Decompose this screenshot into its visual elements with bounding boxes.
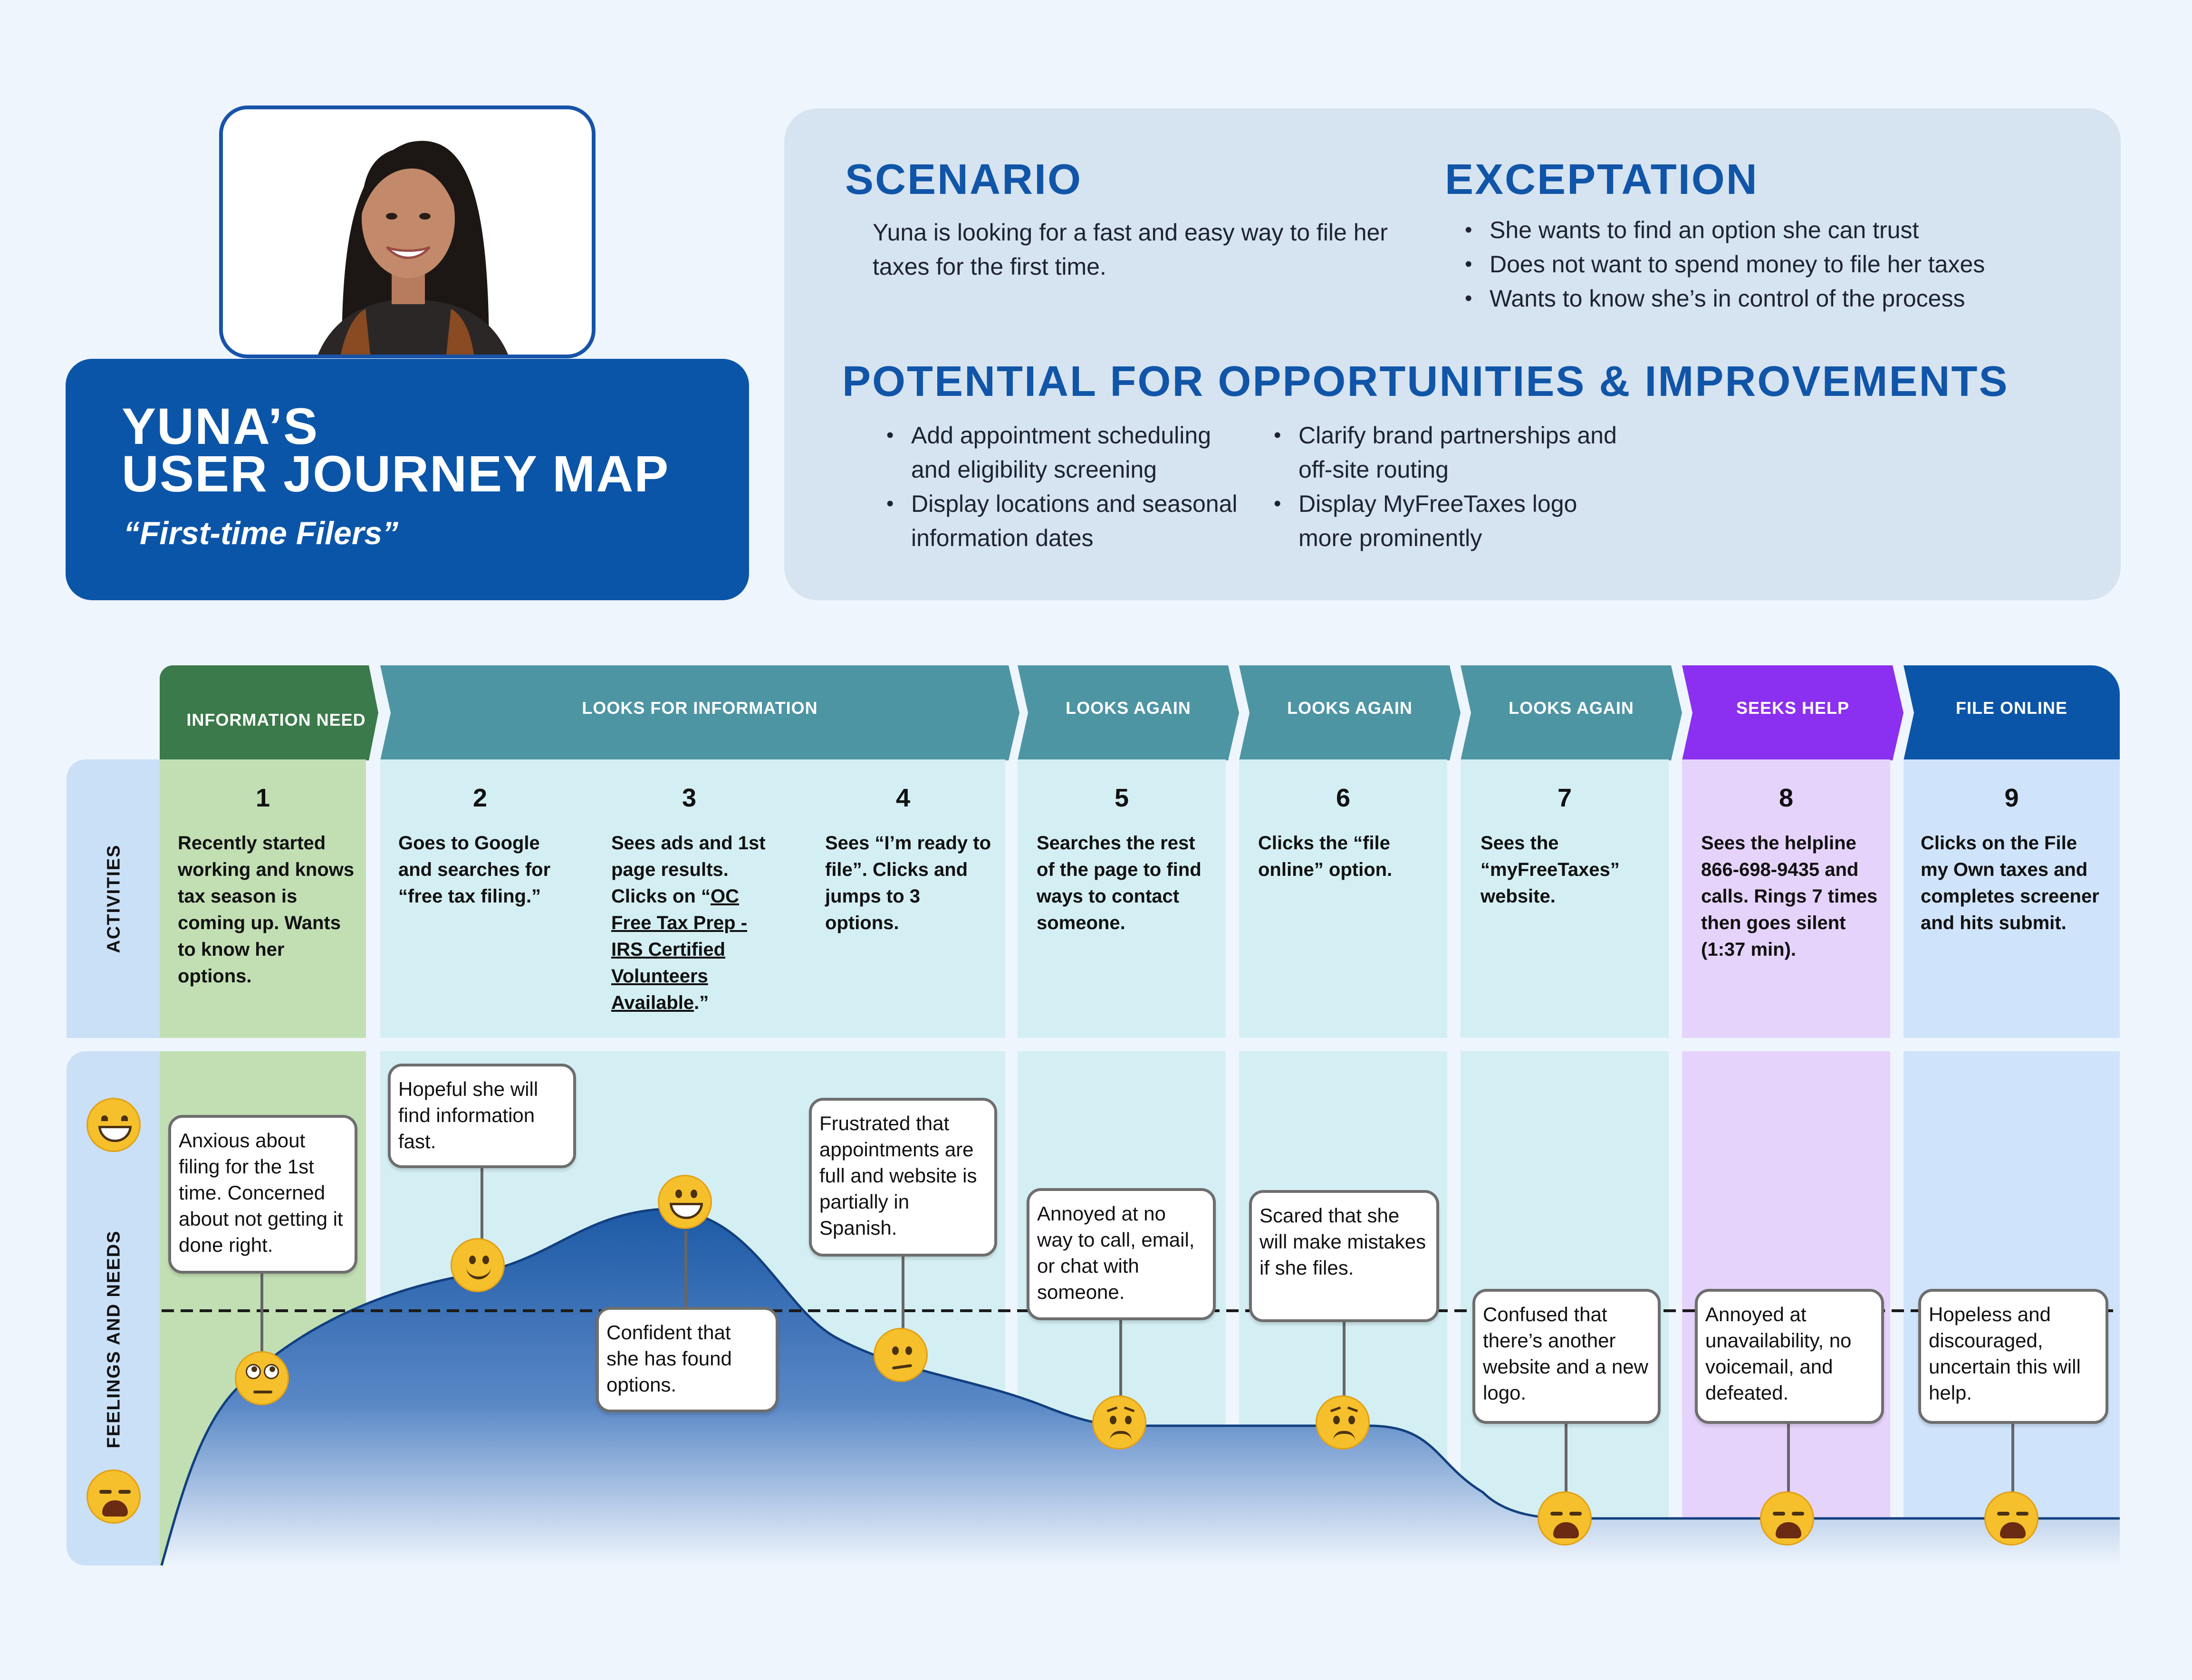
persona-photo	[219, 106, 596, 358]
stage-label: LOOKS AGAIN	[1287, 698, 1413, 718]
title-subtitle: “First-time Filers”	[124, 515, 399, 551]
feeling-bubble-3: Confident that she has found options.	[596, 1307, 779, 1412]
worried-face-icon	[1092, 1395, 1146, 1450]
activity-col-5: 5 Searches the rest of the page to find …	[1018, 759, 1226, 1038]
eye-roll-face-icon	[235, 1351, 289, 1405]
step-number: 6	[1336, 784, 1351, 812]
stage-label: LOOKS FOR INFORMATION	[582, 698, 818, 718]
stage-label: LOOKS AGAIN	[1066, 698, 1191, 718]
stage-looks-for-information: LOOKS FOR INFORMATION	[380, 665, 1019, 760]
exception-item: Does not want to spend money to file her…	[1465, 247, 2083, 281]
title-line-2: USER JOURNEY MAP	[122, 445, 670, 502]
activity-col-1: 1 Recently started working and knows tax…	[160, 759, 366, 1038]
opportunities-heading: POTENTIAL FOR OPPORTUNITIES & IMPROVEMEN…	[842, 358, 2009, 405]
weary-face-icon	[1760, 1491, 1814, 1546]
feeling-bubble-2: Hopeful she will find information fast.	[388, 1064, 576, 1168]
stage-label: SEEKS HELP	[1736, 698, 1850, 718]
opportunity-item: Add appointment scheduling and eligibili…	[886, 418, 1248, 487]
activity-text: Clicks the “file online” option.	[1258, 833, 1393, 880]
emotion-curve-area	[162, 1209, 2120, 1565]
step-number: 1	[255, 784, 270, 812]
feeling-bubble-7: Confused that there’s another website an…	[1472, 1289, 1661, 1424]
feeling-bubble-9: Hopeless and discouraged, uncertain this…	[1918, 1289, 2108, 1424]
scenario-text: Yuna is looking for a fast and easy way …	[873, 219, 1388, 280]
activity-text: Searches the rest of the page to find wa…	[1037, 833, 1202, 933]
exception-list: She wants to find an option she can trus…	[1465, 213, 2083, 316]
step-number: 4	[895, 784, 911, 812]
info-panel: SCENARIO Yuna is looking for a fast and …	[784, 108, 2121, 600]
activity-text: Goes to Google and searches for “free ta…	[398, 833, 551, 907]
persona-portrait-illustration	[223, 109, 592, 355]
feeling-bubble-1: Anxious about filing for the 1st time. C…	[168, 1115, 357, 1274]
grinning-face-icon	[87, 1098, 141, 1152]
feeling-bubble-5: Annoyed at no way to call, email, or cha…	[1027, 1188, 1216, 1320]
activity-text: Recently started working and knows tax s…	[178, 833, 355, 987]
confused-face-icon	[874, 1328, 928, 1382]
connector-stem	[684, 1231, 687, 1312]
activity-col-6: 6 Clicks the “file online” option.	[1239, 759, 1447, 1038]
connector-stem	[481, 1164, 483, 1245]
activity-text: Sees ads and 1st page results. Clicks on…	[611, 830, 782, 1016]
activity-text: Clicks on the File my Own taxes and comp…	[1921, 833, 2099, 933]
scenario-heading: SCENARIO	[845, 156, 1083, 203]
weary-face-icon	[1538, 1491, 1592, 1546]
stage-looks-again-3: LOOKS AGAIN	[1461, 665, 1682, 760]
exception-item: Wants to know she’s in control of the pr…	[1465, 281, 2083, 316]
title-line-1: YUNA’S	[122, 397, 319, 455]
activity-col-2-4: 2 Goes to Google and searches for “free …	[380, 759, 1005, 1038]
emotion-curve-line	[160, 1208, 2120, 1566]
weary-face-icon	[87, 1469, 141, 1524]
stage-seeks-help: SEEKS HELP	[1682, 665, 1904, 760]
stage-looks-again-2: LOOKS AGAIN	[1239, 665, 1461, 760]
activity-text: Sees “I’m ready to file”. Clicks and jum…	[825, 833, 991, 933]
activity-text-part: Sees ads and 1st page results. Clicks on…	[611, 833, 766, 907]
opportunity-item: Clarify brand partnerships and off-site …	[1274, 418, 1635, 487]
connector-stem	[902, 1255, 904, 1340]
activity-text-part: .”	[694, 992, 709, 1013]
connector-stem	[260, 1269, 263, 1378]
feeling-bubble-6: Scared that she will make mistakes if sh…	[1249, 1190, 1439, 1322]
feeling-bubble-8: Annoyed at unavailability, no voicemail,…	[1695, 1289, 1884, 1424]
stage-label: INFORMATION NEED	[186, 710, 366, 730]
feeling-bubble-4: Frustrated that appointments are full an…	[809, 1098, 997, 1257]
activity-text: Sees the “myFreeTaxes” website.	[1481, 833, 1620, 907]
connector-stem	[1787, 1421, 1790, 1492]
stage-file-online: FILE ONLINE	[1904, 665, 2120, 760]
connector-stem	[1119, 1316, 1122, 1397]
activity-col-8: 8 Sees the helpline 866-698-9435 and cal…	[1682, 759, 1890, 1038]
stage-looks-again-1: LOOKS AGAIN	[1018, 665, 1239, 760]
activity-col-7: 7 Sees the “myFreeTaxes” website.	[1461, 759, 1669, 1038]
stage-information-need: INFORMATION NEED	[160, 665, 378, 760]
opportunities-list-1: Add appointment scheduling and eligibili…	[886, 418, 1248, 555]
exception-item: She wants to find an option she can trus…	[1465, 213, 2083, 247]
journey-title-card: YUNA’S USER JOURNEY MAP “First-time File…	[66, 359, 749, 600]
activity-text: Sees the helpline 866-698-9435 and calls…	[1701, 833, 1878, 960]
opportunity-item: Display locations and seasonal informati…	[886, 487, 1248, 555]
step-number: 9	[2004, 784, 2019, 812]
step-number: 5	[1114, 784, 1129, 812]
slightly-smiling-face-icon	[451, 1238, 505, 1292]
connector-stem	[1565, 1421, 1567, 1492]
opportunities-list-2: Clarify brand partnerships and off-site …	[1274, 418, 1635, 555]
stage-label: LOOKS AGAIN	[1509, 698, 1634, 718]
step-number: 2	[472, 784, 488, 812]
grinning-face-icon	[658, 1175, 712, 1229]
stage-label: FILE ONLINE	[1956, 698, 2067, 718]
activity-link[interactable]: OC Free Tax Prep - IRS Certified Volunte…	[611, 886, 748, 1013]
step-number: 7	[1557, 784, 1572, 812]
worried-face-icon	[1316, 1395, 1370, 1450]
opportunity-item: Display MyFreeTaxes logo more prominentl…	[1274, 487, 1635, 555]
activity-col-9: 9 Clicks on the File my Own taxes and co…	[1904, 759, 2120, 1038]
exception-heading: EXCEPTATION	[1445, 156, 1759, 203]
connector-stem	[1343, 1321, 1346, 1397]
weary-face-icon	[1984, 1491, 2038, 1546]
row-label-activities: ACTIVITIES	[67, 759, 162, 1038]
step-number: 3	[682, 784, 697, 812]
step-number: 8	[1779, 784, 1794, 812]
connector-stem	[2011, 1421, 2014, 1492]
